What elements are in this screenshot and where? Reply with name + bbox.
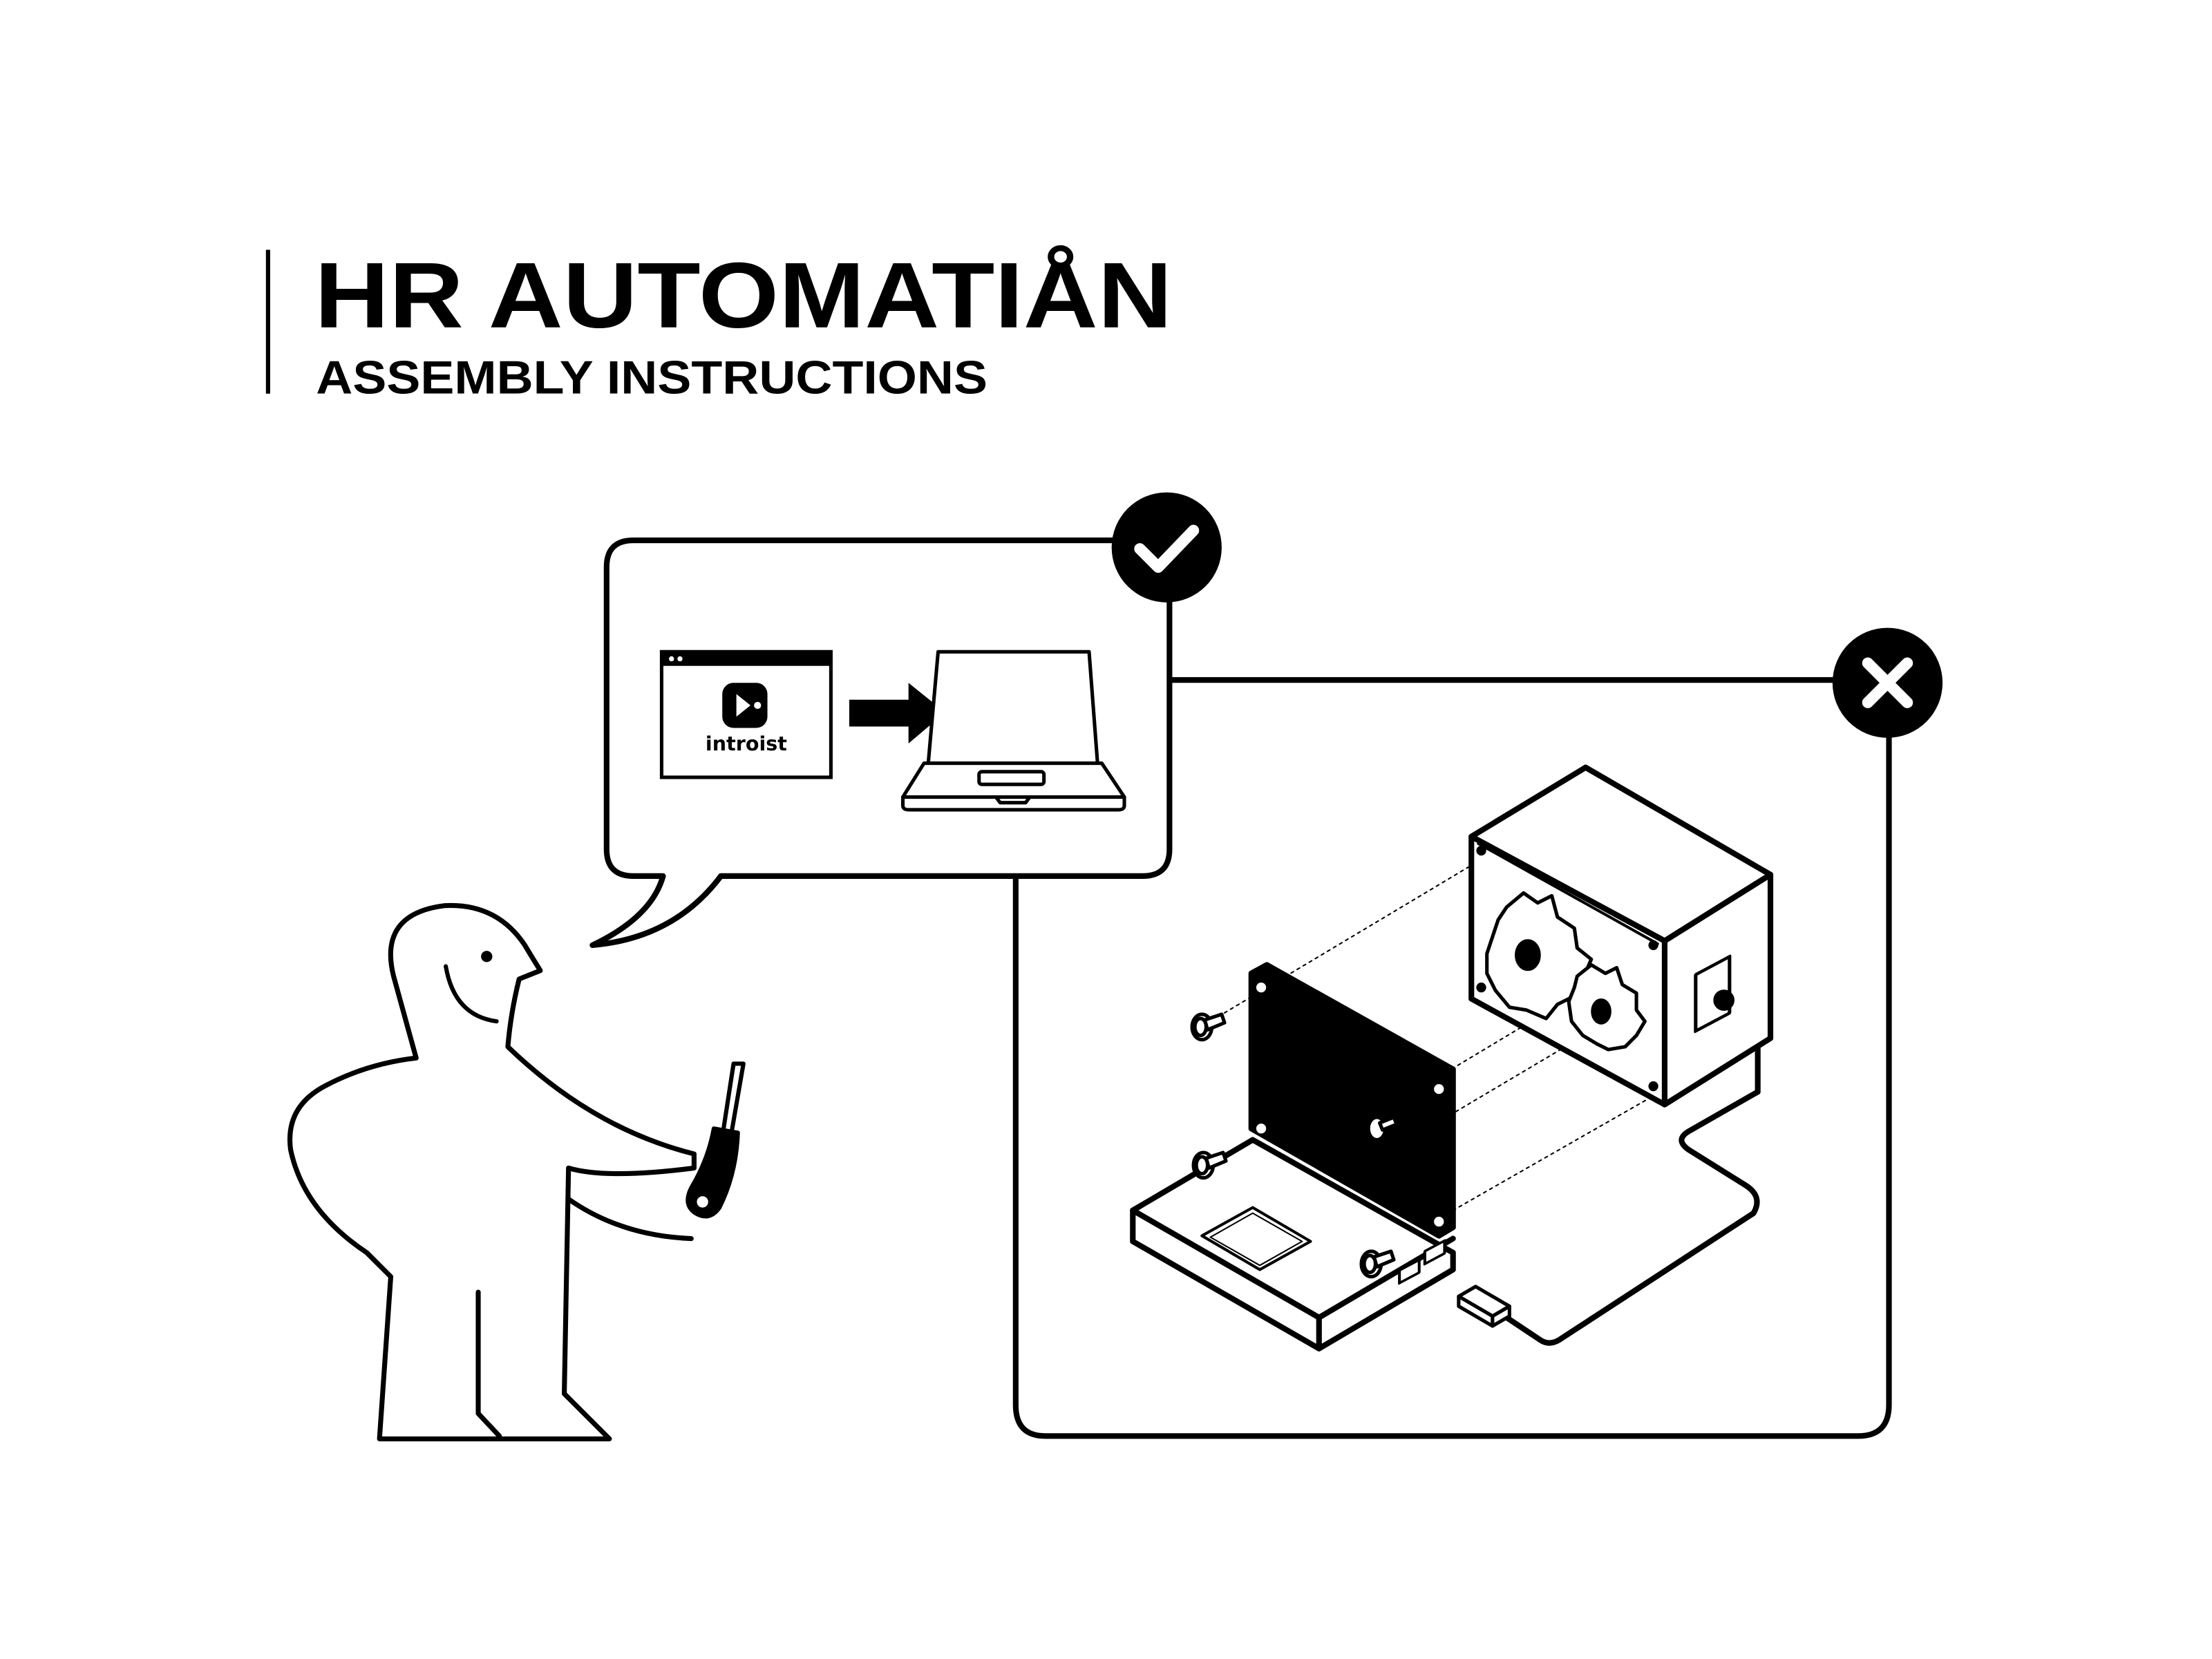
person-smile (444, 964, 499, 1024)
laptop-icon (900, 650, 1126, 812)
correct-panel: introist (589, 537, 1173, 948)
usb-plug-icon (1457, 1284, 1511, 1328)
page-subtitle: ASSEMBLY INSTRUCTIONS (316, 352, 987, 404)
play-logo-icon (722, 683, 768, 728)
brand-name: introist (706, 732, 787, 755)
check-badge (1111, 492, 1222, 603)
circuit-board-icon (1130, 962, 1456, 1352)
person-leg-gap (475, 1289, 502, 1439)
gear-icon (1485, 891, 1647, 1052)
arrow-right-icon (849, 683, 945, 743)
page-title: HR AUTOMATIÅN (314, 243, 1172, 348)
cross-badge (1832, 627, 1943, 738)
screwdriver-icon (686, 1061, 746, 1219)
wrong-panel (1012, 677, 1892, 1439)
person-outline (287, 902, 697, 1441)
person-icon (287, 902, 697, 1441)
person-eye (481, 951, 493, 963)
header: HR AUTOMATIÅN ASSEMBLY INSTRUCTIONS (265, 243, 1172, 404)
screw-icon (1190, 1012, 1399, 1279)
device-assembly (1130, 764, 1774, 1352)
panel-frame (1012, 677, 1892, 1439)
cross-icon (1862, 657, 1913, 708)
check-icon (1134, 524, 1200, 573)
person-arm-lower (566, 1196, 694, 1242)
speech-bubble (589, 537, 1173, 948)
app-window: introist (659, 650, 833, 779)
